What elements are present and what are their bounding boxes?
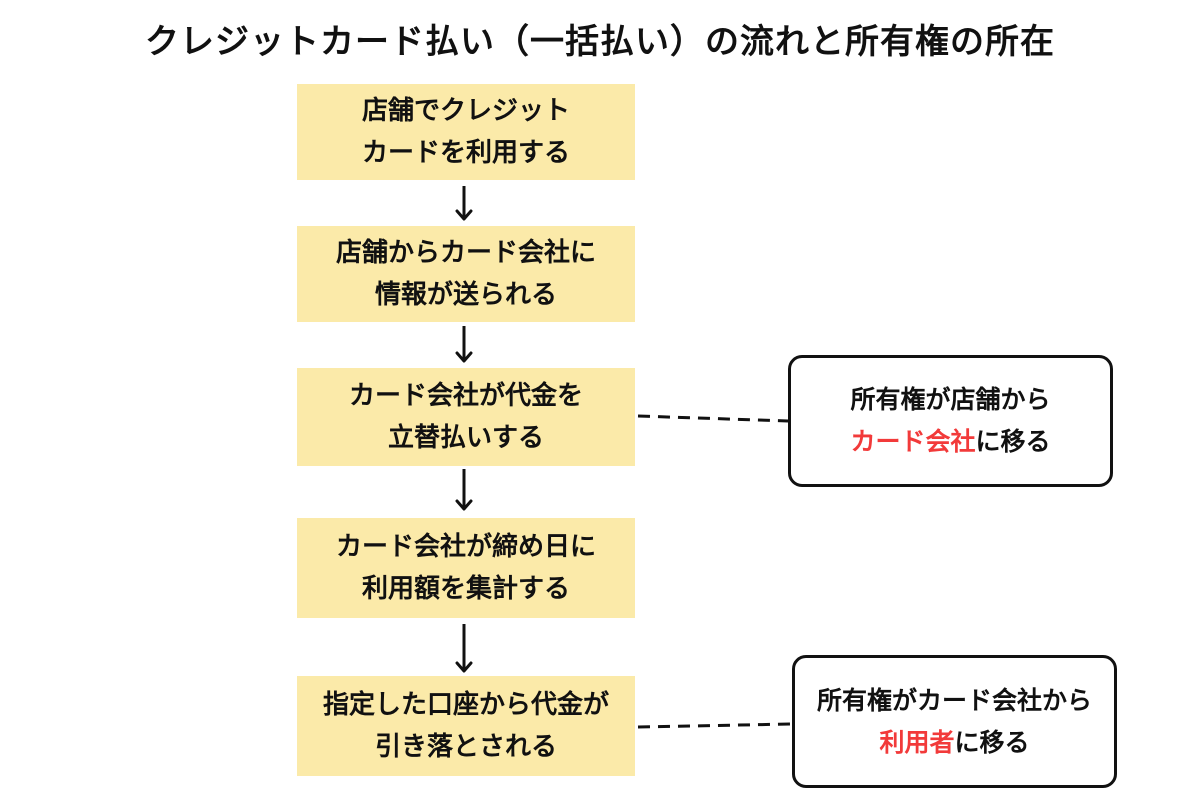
flow-step-2: 店舗からカード会社に 情報が送られる [297,226,635,322]
flow-step-4: カード会社が締め日に 利用額を集計する [297,518,635,618]
flow-step-5: 指定した口座から代金が 引き落とされる [297,676,635,776]
flow-step-3: カード会社が代金を 立替払いする [297,368,635,466]
ownership-note-2-line-1: 所有権がカード会社から [816,685,1092,715]
ownership-note-1-line-2: カード会社に移る [850,421,1050,463]
flow-step-4-line-1: カード会社が締め日に [335,532,596,562]
flow-step-5-line-1: 指定した口座から代金が [322,690,609,720]
diagram-title: クレジットカード払い（一括払い）の流れと所有権の所在 [145,22,1055,62]
ownership-note-2-line-2: 利用者に移る [879,722,1029,764]
flow-step-3-line-1: カード会社が代金を [348,381,583,411]
ownership-note-1: 所有権が店舗から カード会社に移る [788,355,1113,487]
flow-step-4-line-2: 利用額を集計する [361,574,570,604]
flow-step-1-line-2: カードを利用する [361,138,570,168]
ownership-note-1-line-1: 所有権が店舗から [850,385,1051,414]
flow-arrow-3 [455,469,473,511]
flow-step-2-line-1: 店舗からカード会社に [335,238,596,268]
flow-step-5-line-2: 引き落とされる [374,732,557,762]
flow-arrow-1 [455,186,473,221]
ownership-note-1-highlight: カード会社 [850,427,976,456]
dashed-connector-1 [637,414,789,423]
ownership-note-2-highlight: 利用者 [879,727,955,757]
flow-step-1-line-1: 店舗でクレジット [361,96,570,126]
ownership-note-1-suffix: に移る [975,427,1051,456]
flow-step-1: 店舗でクレジット カードを利用する [297,84,635,180]
ownership-note-2: 所有権がカード会社から 利用者に移る [792,655,1117,788]
flow-arrow-4 [455,624,473,673]
flow-arrow-2 [455,326,473,363]
dashed-connector-2 [637,722,793,729]
flow-step-2-line-2: 情報が送られる [374,280,557,310]
ownership-note-2-suffix: に移る [954,727,1030,757]
flow-step-3-line-2: 立替払いする [387,423,544,453]
